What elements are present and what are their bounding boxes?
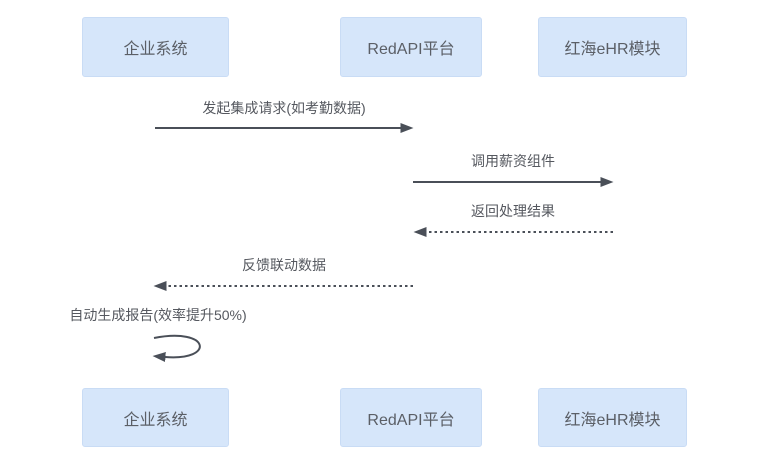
actor-label: RedAPI平台 bbox=[367, 411, 455, 429]
actor-label: RedAPI平台 bbox=[367, 41, 455, 58]
message-label-auto-generate-report: 自动生成报告(效率提升50%) bbox=[69, 307, 247, 323]
arrow-self-loop-generate-report bbox=[152, 334, 201, 363]
actor-label: 企业系统 bbox=[123, 411, 188, 429]
actor-label: 红海eHR模块 bbox=[564, 411, 661, 429]
actor-enterprise-system-bottom: 企业系统 bbox=[82, 388, 229, 447]
message-label-call-payroll-component: 调用薪资组件 bbox=[471, 153, 555, 169]
message-label-initiate-integration-request: 发起集成请求(如考勤数据) bbox=[202, 100, 366, 116]
actor-redapi-platform-bottom: RedAPI平台 bbox=[340, 388, 482, 447]
message-label-return-processing-result: 返回处理结果 bbox=[471, 203, 555, 219]
actor-label: 企业系统 bbox=[123, 41, 188, 58]
actor-redsea-ehr-module-top: 红海eHR模块 bbox=[538, 17, 687, 77]
message-label-feedback-linkage-data: 反馈联动数据 bbox=[242, 257, 326, 273]
actor-enterprise-system-top: 企业系统 bbox=[82, 17, 229, 77]
actor-redapi-platform-top: RedAPI平台 bbox=[340, 17, 482, 77]
actor-redsea-ehr-module-bottom: 红海eHR模块 bbox=[538, 388, 687, 447]
actor-label: 红海eHR模块 bbox=[564, 41, 661, 58]
